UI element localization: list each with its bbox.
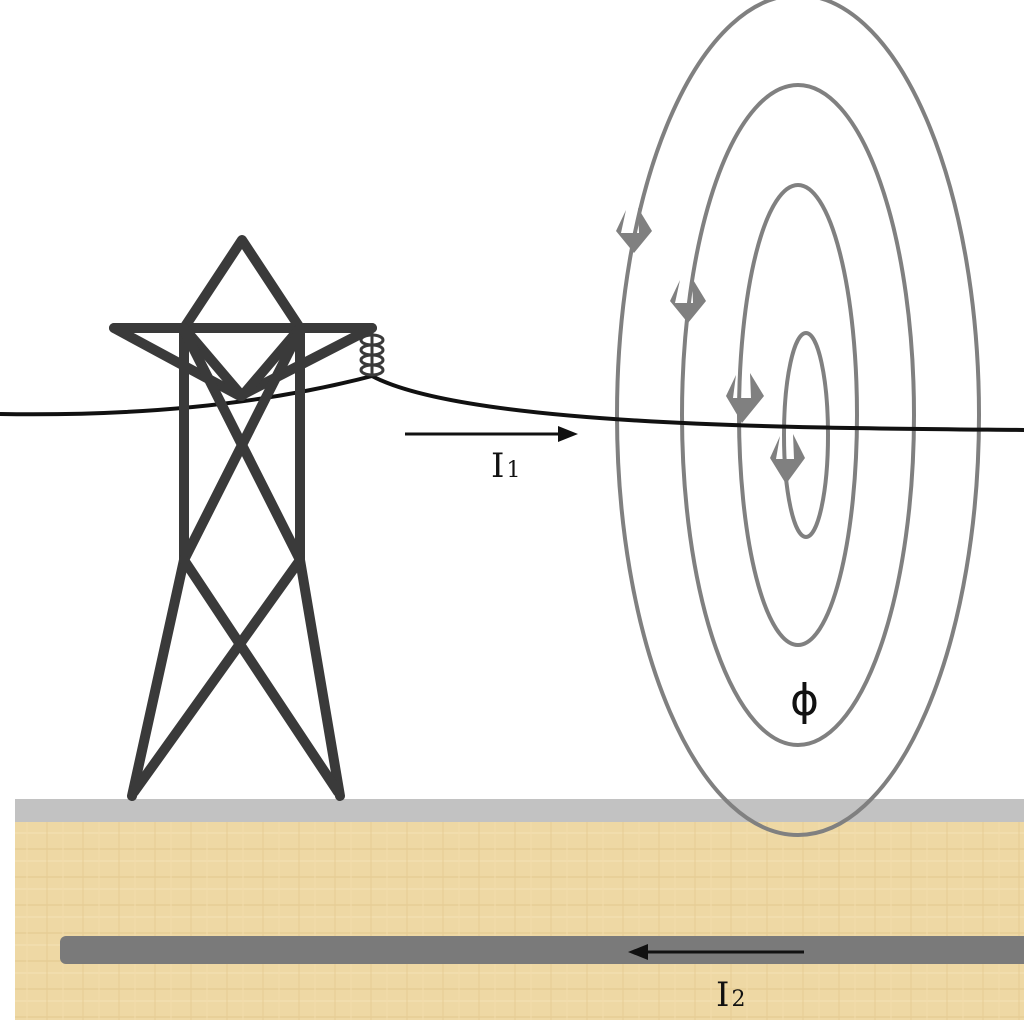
flux-arrow-icon [670, 278, 706, 323]
ground [15, 799, 1024, 1020]
flux-arrow-icon [726, 373, 764, 423]
flux-ring-outer [615, 0, 981, 837]
soil-layer [15, 822, 1024, 1020]
transmission-tower-icon [109, 235, 377, 801]
current-arrow-overhead [405, 426, 578, 442]
overhead-conductor [0, 373, 1024, 432]
flux-ring-3 [737, 183, 859, 647]
insulator-icon [359, 330, 385, 377]
underground-pipe [60, 936, 1024, 964]
flux-ring-inner [782, 331, 830, 539]
flux-ring-2 [680, 83, 916, 747]
flux-label: ϕ [790, 675, 819, 726]
flux-arrow-icon [616, 208, 652, 253]
flux-direction-arrows [616, 208, 805, 484]
current-label-underground: I2 [716, 975, 745, 1015]
ground-surface [15, 799, 1024, 822]
flux-arrow-icon [770, 434, 805, 484]
current-label-overhead: I1 [491, 446, 520, 486]
current-arrow-underground [628, 944, 804, 960]
